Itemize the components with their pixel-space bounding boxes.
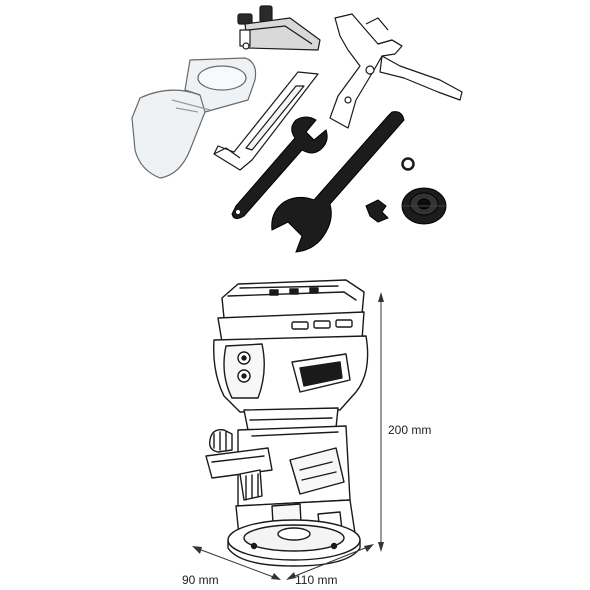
dimension-lines (192, 292, 384, 580)
wing-screw-icon (365, 199, 389, 223)
large-wrench-icon (271, 111, 405, 253)
washer-icon (401, 157, 415, 171)
height-dimension-label: 200 mm (388, 423, 432, 437)
trim-router-icon (205, 279, 369, 567)
collet-nut-icon (401, 187, 447, 225)
edge-guide-icon (329, 13, 463, 129)
depth-dimension-label: 90 mm (182, 573, 219, 587)
small-wrench-icon (231, 116, 328, 220)
dust-guard-icon (131, 57, 257, 179)
width-dimension-label: 110 mm (295, 573, 338, 587)
fine-adjust-clamp-icon (237, 5, 321, 51)
parallel-guide-rail-icon (213, 71, 319, 171)
